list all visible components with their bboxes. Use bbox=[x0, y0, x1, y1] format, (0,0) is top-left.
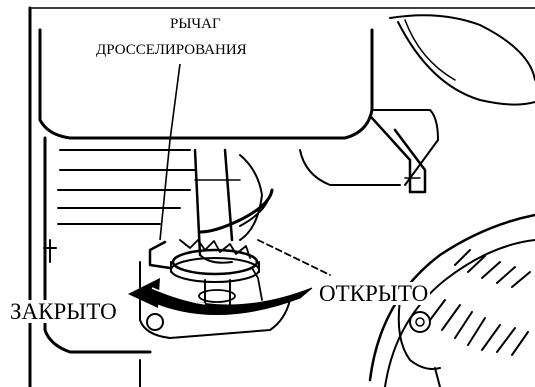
starter-vents bbox=[430, 300, 528, 355]
fuel-tank-outline bbox=[390, 15, 535, 80]
open-indicator-line bbox=[258, 240, 330, 275]
closed-position-label: ЗАКРЫТО bbox=[8, 300, 119, 323]
callout-label-line2: ДРОССЕЛИРОВАНИЯ bbox=[96, 43, 247, 58]
lever-arm bbox=[150, 242, 170, 268]
mount-screw bbox=[147, 314, 163, 330]
starter-bolt bbox=[410, 312, 430, 332]
mount-bracket bbox=[372, 118, 425, 192]
open-position-label: ОТКРЫТО bbox=[317, 282, 430, 305]
carburetor-body bbox=[240, 155, 262, 240]
callout-leader bbox=[160, 64, 180, 240]
arrow-head-closed bbox=[128, 278, 160, 308]
callout-label-line1: РЫЧАГ bbox=[170, 17, 221, 32]
